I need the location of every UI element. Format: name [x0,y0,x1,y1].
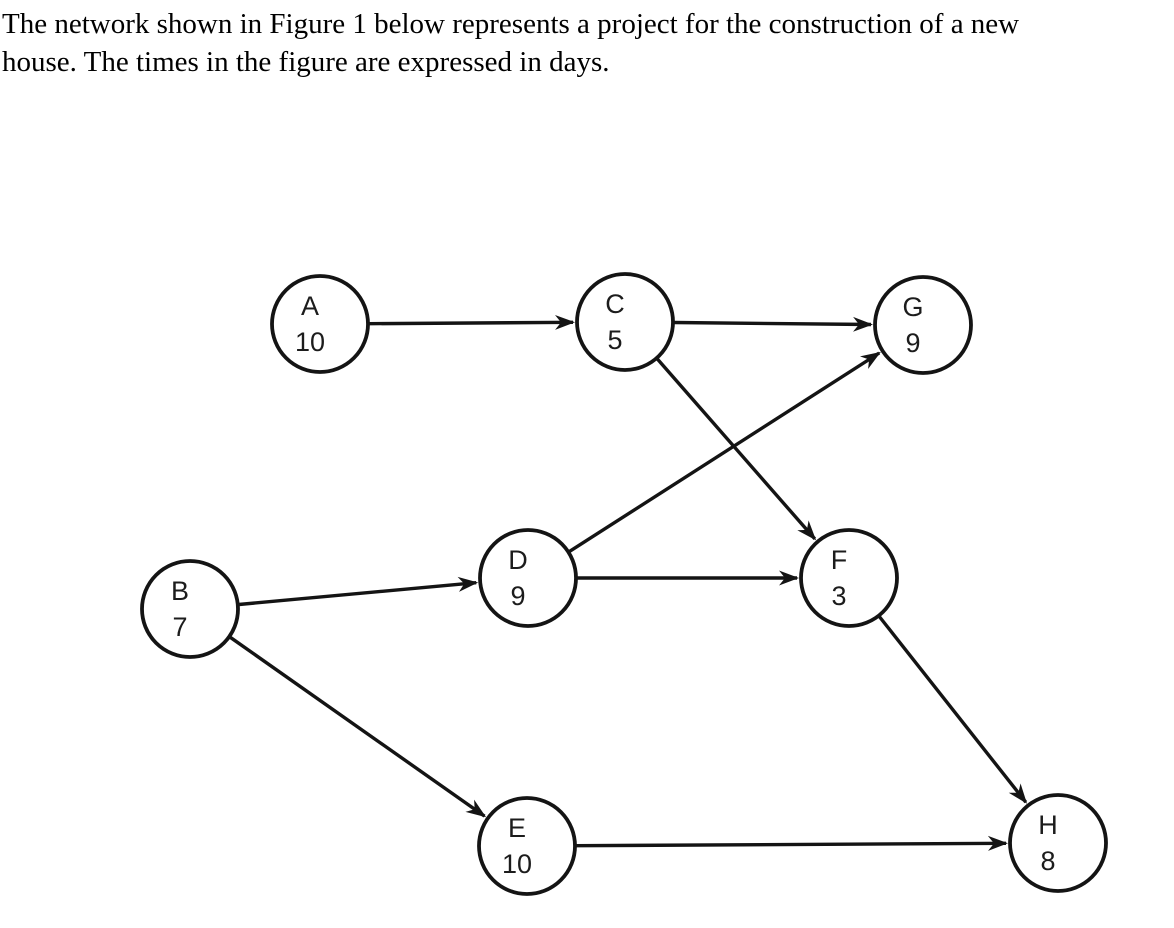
node-B-label: B [171,576,189,606]
edges-layer [229,314,1028,851]
node-G-duration: 9 [905,328,920,358]
node-C-label: C [605,289,625,319]
edge-C-G [673,316,873,332]
node-D-circle [478,528,578,628]
node-E-circle [477,796,577,896]
node-E: E 10 [477,796,577,896]
node-E-label: E [508,813,526,843]
node-F-duration: 3 [831,581,846,611]
description-line-1: The network shown in Figure 1 below repr… [2,8,1020,40]
node-F-circle [799,528,899,628]
node-B-circle [140,559,240,659]
node-H-circle [1008,793,1108,893]
edge-B-E [229,635,487,818]
edge-F-H [877,615,1028,804]
node-F: F3 [799,528,899,628]
node-C-circle [575,272,675,372]
edge-E-H [575,835,1008,851]
edge-B-D [238,576,479,607]
node-D-duration: 9 [510,581,525,611]
node-C-duration: 5 [607,325,622,355]
figure-description: The network shown in Figure 1 below repr… [2,5,1172,81]
node-D: D9 [478,528,578,628]
node-D-label: D [508,545,528,575]
node-B: B7 [140,559,240,659]
node-H: H8 [1008,793,1108,893]
node-G: G9 [873,275,973,375]
node-H-label: H [1038,810,1058,840]
node-G-circle [873,275,973,375]
edge-A-C [368,314,575,330]
edge-C-F [656,357,817,541]
description-line-2: house. The times in the figure are expre… [2,46,610,78]
node-H-duration: 8 [1040,846,1055,876]
node-G-label: G [902,292,923,322]
node-A: A 10 [270,274,370,374]
node-A-label: A [301,291,319,321]
node-B-duration: 7 [172,612,187,642]
node-F-label: F [831,545,848,575]
node-E-duration: 10 [502,849,532,879]
node-A-duration: 10 [295,327,325,357]
node-A-circle [270,274,370,374]
edge-D-G [568,351,881,554]
node-C: C5 [575,272,675,372]
